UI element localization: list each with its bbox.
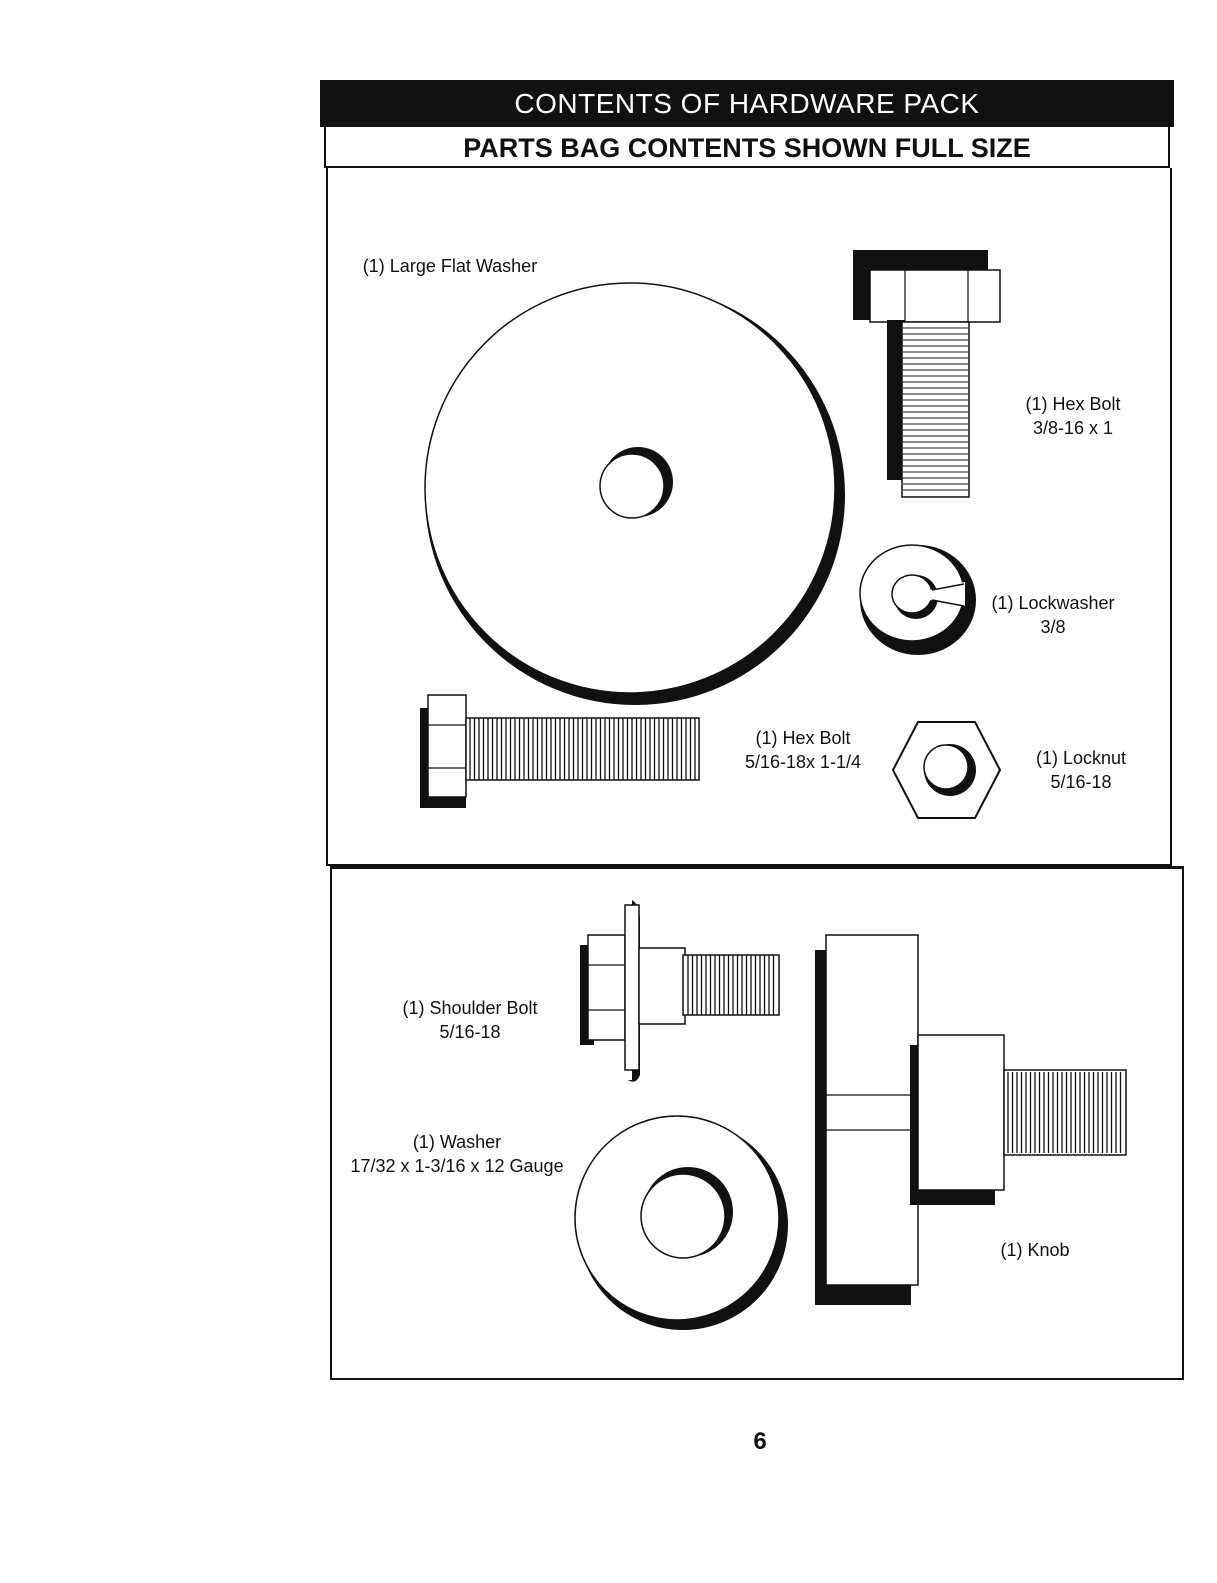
lockwasher-size: 3/8	[991, 615, 1114, 639]
hex-bolt-3-8-size: 3/8-16 x 1	[1025, 416, 1120, 440]
shoulder-bolt-label: (1) Shoulder Bolt 5/16-18	[402, 996, 537, 1044]
locknut-size: 5/16-18	[1036, 770, 1126, 794]
washer-illustration	[575, 1116, 788, 1330]
washer-name: (1) Washer	[350, 1130, 563, 1154]
hex-bolt-5-16-label: (1) Hex Bolt 5/16-18x 1-1/4	[745, 726, 861, 774]
knob-text: (1) Knob	[1000, 1238, 1069, 1262]
page-number: 6	[740, 1428, 780, 1456]
large-flat-washer-label: (1) Large Flat Washer	[363, 254, 537, 278]
hex-bolt-3-8-name: (1) Hex Bolt	[1025, 392, 1120, 416]
large-flat-washer-illustration	[425, 283, 845, 705]
shoulder-bolt-illustration	[580, 900, 779, 1082]
hex-bolt-5-16-size: 5/16-18x 1-1/4	[745, 750, 861, 774]
shoulder-bolt-name: (1) Shoulder Bolt	[402, 996, 537, 1020]
shoulder-bolt-size: 5/16-18	[402, 1020, 537, 1044]
lockwasher-illustration	[860, 545, 976, 655]
washer-size: 17/32 x 1-3/16 x 12 Gauge	[350, 1154, 563, 1178]
hex-bolt-3-8-label: (1) Hex Bolt 3/8-16 x 1	[1025, 392, 1120, 440]
hex-bolt-3-8-illustration	[853, 250, 1000, 497]
locknut-label: (1) Locknut 5/16-18	[1036, 746, 1126, 794]
hex-bolt-5-16-name: (1) Hex Bolt	[745, 726, 861, 750]
lockwasher-name: (1) Lockwasher	[991, 591, 1114, 615]
locknut-name: (1) Locknut	[1036, 746, 1126, 770]
knob-label: (1) Knob	[1000, 1238, 1069, 1262]
washer-label: (1) Washer 17/32 x 1-3/16 x 12 Gauge	[350, 1130, 563, 1178]
lockwasher-label: (1) Lockwasher 3/8	[991, 591, 1114, 639]
knob-illustration	[815, 935, 1126, 1305]
hex-bolt-5-16-illustration	[420, 695, 699, 808]
large-flat-washer-text: (1) Large Flat Washer	[363, 254, 537, 278]
locknut-illustration	[893, 722, 1000, 818]
